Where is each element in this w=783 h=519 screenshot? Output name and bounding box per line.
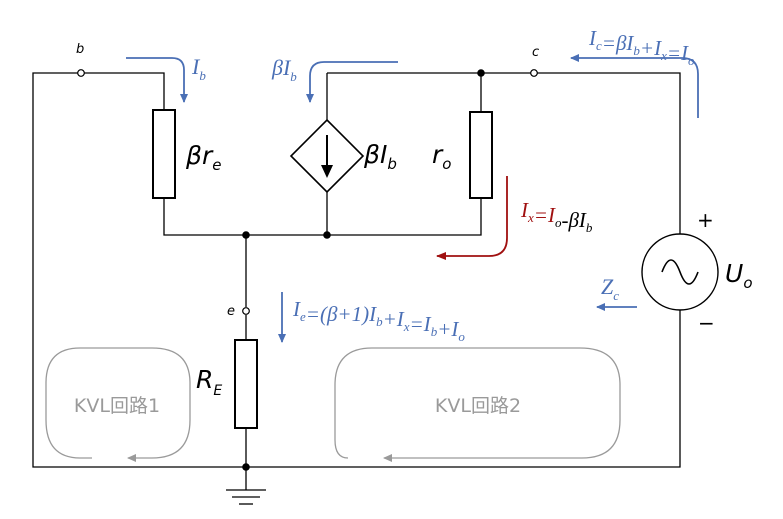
ground-icon (226, 489, 266, 505)
current-beta-ib: βIb (271, 55, 398, 103)
arrow-down-icon (321, 165, 333, 178)
kvl-loop-1-label: KVL回路1 (74, 395, 160, 417)
svg-text:βre: βre (185, 141, 221, 174)
ib-main: I (191, 54, 201, 79)
resistor-rbe: βre (152, 109, 221, 199)
ix-equation: Ix=Io-βIb (520, 198, 593, 235)
svg-text:Zc: Zc (601, 274, 619, 303)
ic-arrow-icon (570, 54, 699, 118)
resistor-ro: ro (432, 111, 493, 199)
junction-dots (242, 69, 485, 471)
ib-sub: b (199, 68, 206, 83)
svg-text:RE: RE (196, 365, 222, 399)
kvl-loop-2-arrow-icon (334, 347, 621, 462)
ac-sine-icon (661, 259, 699, 285)
terminal-e: e (227, 304, 250, 319)
voltage-source-uo: + − Uo (641, 208, 753, 335)
rbe-subscript: e (212, 156, 221, 174)
terminal-b-label: b (76, 42, 84, 57)
wires (32, 72, 681, 490)
ro-subscript: o (442, 155, 451, 173)
re-subscript: E (213, 383, 222, 399)
current-ie: Ie=(β+1)Ib+Ix=Ib+Io (278, 292, 465, 344)
zc-main: Z (601, 274, 614, 299)
ie-equation: Ie=(β+1)Ib+Ix=Ib+Io (292, 297, 465, 344)
uo-symbol: U (725, 259, 743, 288)
ib-arrow-icon (126, 57, 188, 103)
svg-text:βIb: βIb (271, 55, 297, 84)
resistor-re: RE (196, 339, 258, 429)
beta-ib-sub: b (290, 69, 297, 84)
current-ix: Ix=Io-βIb (436, 176, 593, 260)
svg-text:Uo: Uo (725, 259, 753, 292)
ro-symbol: r (432, 140, 444, 169)
wire-right-top (537, 72, 681, 234)
terminal-c-label: c (532, 45, 539, 60)
svg-text:βIb: βIb (363, 140, 397, 173)
svg-text:Ib: Ib (191, 54, 206, 83)
dependent-current-source: βIb (289, 118, 397, 194)
terminal-e-label: e (227, 304, 235, 319)
kvl-loop-1-arrow-icon (45, 347, 191, 462)
impedance-zc: Zc (596, 274, 637, 311)
ic-equation: Ic=βIb+Ix=Io (588, 26, 695, 68)
terminal-b: b (76, 42, 85, 77)
uo-plus: + (697, 208, 714, 232)
rbe-symbol: βr (185, 141, 214, 170)
terminal-c: c (530, 45, 539, 77)
ix-arrow-icon (436, 176, 508, 260)
source-symbol: βI (363, 140, 387, 169)
beta-ib-arrow-icon (306, 61, 398, 103)
uo-subscript: o (743, 274, 752, 292)
source-subscript: b (387, 155, 397, 173)
beta-ib-main: βI (271, 55, 292, 80)
uo-minus: − (698, 311, 715, 335)
kvl-loop-2-label: KVL回路2 (435, 395, 521, 417)
kvl-loop-1: KVL回路1 (45, 347, 191, 462)
re-symbol: R (196, 365, 213, 394)
current-ib: Ib (126, 54, 206, 103)
kvl-loop-2: KVL回路2 (334, 347, 621, 462)
current-ic: Ic=βIb+Ix=Io (570, 26, 699, 118)
zc-sub: c (613, 288, 619, 303)
svg-text:ro: ro (432, 140, 451, 173)
